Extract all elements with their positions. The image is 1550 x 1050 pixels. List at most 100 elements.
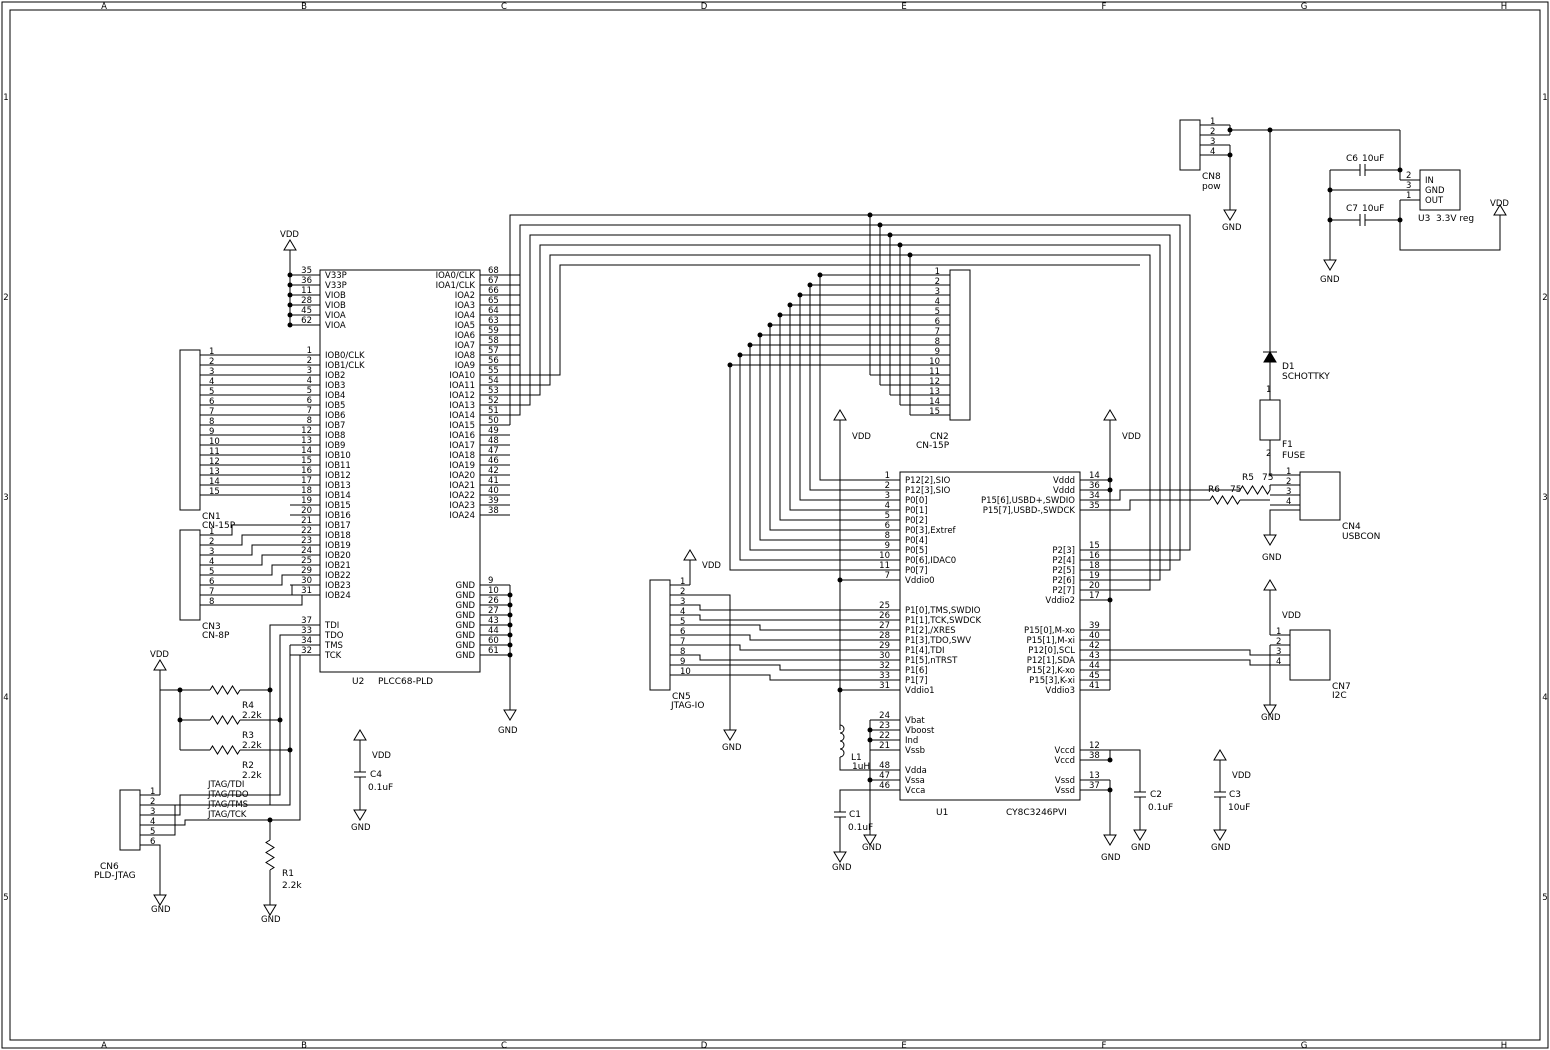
u1-pin-name: Vddd [1053,476,1075,486]
u1-pin-number: 19 [1089,571,1100,581]
u3-pin-number: 2 [1406,171,1411,181]
column-marker: H [1501,2,1507,12]
u1-pin-name: Vddd [1053,486,1075,496]
cn3-pin-number: 7 [209,587,214,597]
wire [1110,659,1290,666]
u2-body [319,269,481,673]
r5-value: 75 [1262,473,1273,483]
cn2-pin-number: 1 [935,267,940,277]
u2-pin-number: 27 [488,606,499,616]
u2-pin-name: IOB9 [325,441,345,451]
u1-pin-name: P15[1],M-xi [1027,636,1075,646]
u1-pin-number: 17 [1089,591,1100,601]
wire [749,345,900,551]
u2-pin-number: 31 [301,586,312,596]
junction-dot [817,272,823,278]
u2-pin-number: 14 [301,446,312,456]
junction-dot [177,687,183,693]
inductor-l1 [839,724,845,758]
column-marker: F [1102,1041,1107,1050]
vdd-label: VDD [702,561,721,571]
u3-pin-name: IN [1425,176,1434,186]
u3-vdd-symbol [1493,204,1507,216]
u1-pin-number: 5 [885,511,890,521]
u2-pin-number: 65 [488,296,499,306]
cn6-value: PLD-JTAG [94,871,136,881]
u1-pin-number: 29 [879,641,890,651]
u2-pin-name: TDO [324,631,344,641]
cn5-pin-number: 8 [680,647,685,657]
wire [200,524,290,536]
u1-pin-name: P0[6],IDAC0 [905,556,956,566]
cn1-pin-number: 6 [209,397,214,407]
u2-pin-number: 24 [301,546,312,556]
junction-dot [837,687,843,693]
row-marker: 5 [1542,893,1547,903]
u1-pin-number: 44 [1089,661,1100,671]
junction-dot [507,622,513,628]
r3-ref: R3 [242,731,254,741]
u2-pin-name: IOB19 [325,541,351,551]
u2-pin-number: 20 [301,506,312,516]
cn7-value: I2C [1332,691,1347,701]
u2-pin-name: IOA3 [455,301,475,311]
wire [690,664,870,671]
u1-pin-name: Vcca [905,786,925,796]
c1-gnd-symbol [833,851,847,863]
junction-dot [1397,167,1403,173]
wire [510,224,1180,416]
column-marker: E [901,2,906,12]
u1-pin-number: 32 [879,661,890,671]
u2-pin-number: 56 [488,356,499,366]
wire [879,224,1181,561]
u2-pin-number: 26 [488,596,499,606]
u2-pin-number: 29 [301,566,312,576]
cn5-pin-number: 4 [680,607,685,617]
cn4-gnd-symbol [1263,534,1277,546]
wire [899,244,1161,581]
u1-pin-name: P12[1],SDA [1027,656,1075,666]
vdd-label: VDD [280,230,299,240]
column-marker: A [101,1041,107,1050]
u2-pin-number: 57 [488,346,499,356]
u3-value: 3.3V reg [1436,214,1474,224]
u2-pin-number: 48 [488,436,499,446]
cn2-pin-number: 4 [935,297,940,307]
c3-ref: C3 [1229,790,1241,800]
u2-pin-number: 35 [301,266,312,276]
junction-dot [287,322,293,328]
junction-dot [747,342,753,348]
u1-pin-number: 47 [879,771,890,781]
u1-pin-name: P1[6] [905,666,928,676]
cn7-pin-number: 1 [1276,627,1281,637]
gnd-label: GND [1222,223,1242,233]
u1-pin-name: Vssd [1055,776,1075,786]
u2-pin-name: IOB20 [325,551,351,561]
u2-pin-name: GND [456,651,476,661]
column-marker: A [101,2,107,12]
u2-pin-name: IOA19 [449,461,475,471]
u2-pin-number: 61 [488,646,499,656]
u2-pin-name: GND [456,631,476,641]
u2-pin-number: 7 [307,406,312,416]
jtag-net-label: JTAG/TCK [207,810,247,820]
u2-pin-name: IOA8 [455,351,475,361]
u1-pin-number: 1 [885,471,890,481]
cn3-pin-number: 5 [209,567,214,577]
u2-pin-name: TDI [324,621,339,631]
u2-pin-name: GND [456,591,476,601]
cn2-pin-number: 14 [929,397,940,407]
u2-pin-name: VIOB [325,291,346,301]
junction-dot [887,232,893,238]
wire [690,604,870,611]
c6-ref: C6 [1346,154,1358,164]
c3-vdd-symbol [1213,749,1227,761]
cn8-value: pow [1202,182,1221,192]
u2-pin-name: IOB10 [325,451,351,461]
f1-pin-number: 2 [1266,449,1271,459]
gnd-label: GND [1320,275,1340,285]
u1-pin-name: Vdda [905,766,927,776]
u2-pin-name: GND [456,611,476,621]
u1-pin-number: 16 [1089,551,1100,561]
u2-pin-name: IOB5 [325,401,345,411]
